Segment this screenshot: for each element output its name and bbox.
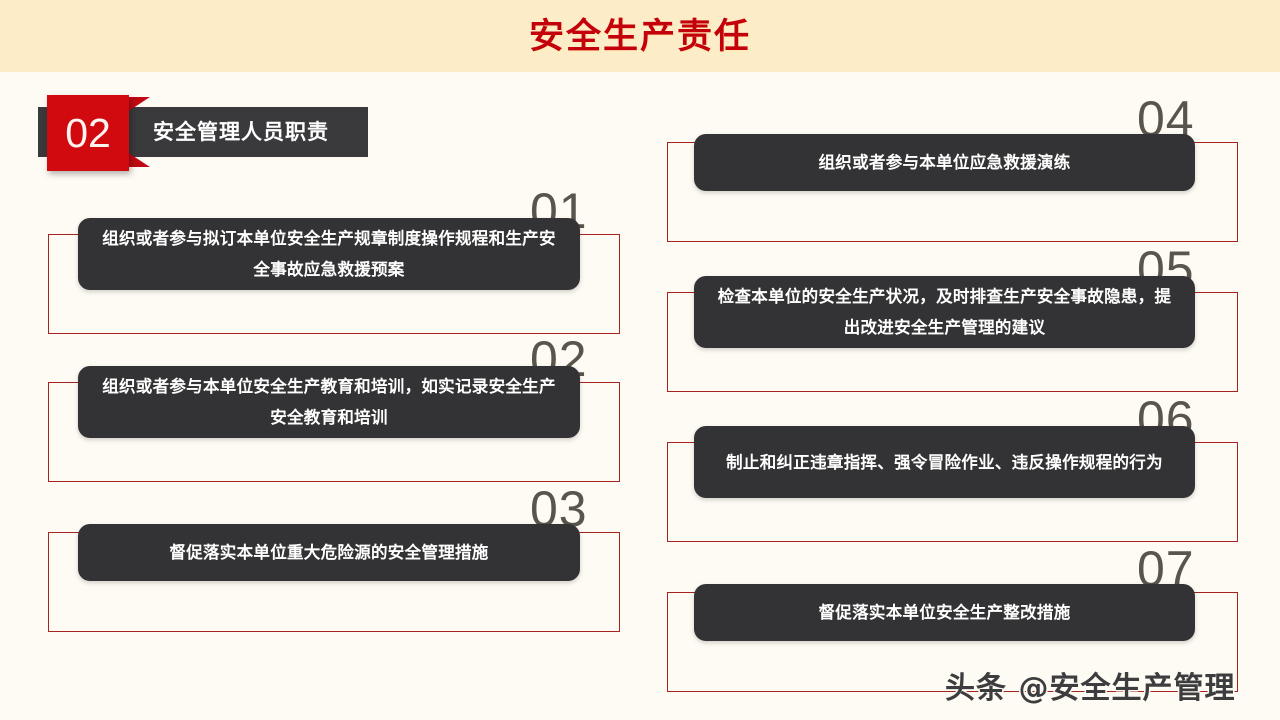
watermark: 头条 @安全生产管理 (945, 671, 1236, 706)
duty-item-01-text: 组织或者参与拟订本单位安全生产规章制度操作规程和生产安全事故应急救援预案 (102, 229, 556, 279)
section-number: 02 (65, 110, 111, 156)
duty-item-01-card[interactable]: 组织或者参与拟订本单位安全生产规章制度操作规程和生产安全事故应急救援预案 (78, 218, 580, 290)
section-label: 安全管理人员职责 (153, 120, 329, 144)
duty-item-03-text: 督促落实本单位重大危险源的安全管理措施 (169, 543, 489, 562)
duty-item-04-text: 组织或者参与本单位应急救援演练 (818, 153, 1071, 172)
duty-item-07-text: 督促落实本单位安全生产整改措施 (818, 603, 1071, 622)
top-banner (0, 0, 1280, 72)
duty-item-07-card[interactable]: 督促落实本单位安全生产整改措施 (694, 584, 1195, 641)
section-header: 02 安全管理人员职责 (38, 95, 368, 171)
duty-item-06-text: 制止和纠正违章指挥、强令冒险作业、违反操作规程的行为 (726, 452, 1163, 472)
duty-item-05-card[interactable]: 检查本单位的安全生产状况，及时排查生产安全事故隐患，提出改进安全生产管理的建议 (694, 276, 1195, 348)
duty-item-03-card[interactable]: 督促落实本单位重大危险源的安全管理措施 (78, 524, 580, 581)
section-number-badge: 02 (47, 95, 129, 171)
duty-item-02-text: 组织或者参与本单位安全生产教育和培训，如实记录安全生产 安全教育和培训 (102, 377, 556, 427)
duty-item-02-card[interactable]: 组织或者参与本单位安全生产教育和培训，如实记录安全生产 安全教育和培训 (78, 366, 580, 438)
duty-item-04-card[interactable]: 组织或者参与本单位应急救援演练 (694, 134, 1195, 191)
duty-item-05-text: 检查本单位的安全生产状况，及时排查生产安全事故隐患，提出改进安全生产管理的建议 (717, 287, 1172, 337)
duty-item-06-card[interactable]: 制止和纠正违章指挥、强令冒险作业、违反操作规程的行为 (694, 426, 1195, 498)
page-title: 安全生产责任 (528, 17, 751, 57)
